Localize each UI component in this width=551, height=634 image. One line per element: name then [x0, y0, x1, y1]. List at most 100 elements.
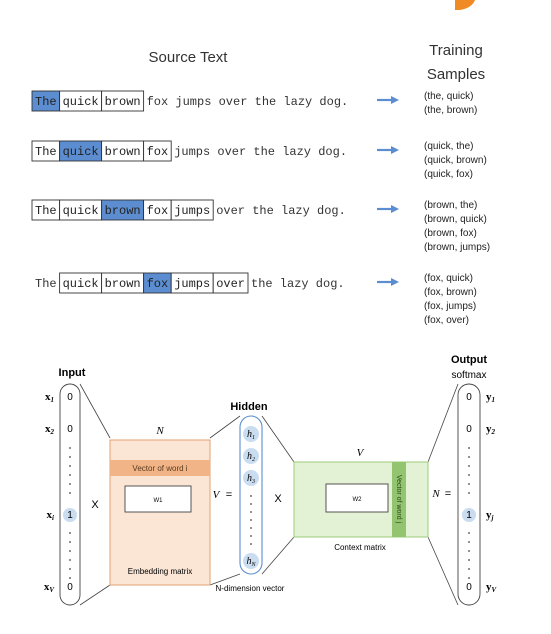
vector-value: 0: [67, 424, 73, 435]
sentence-word: brown: [105, 204, 141, 218]
context-word-box: [170, 199, 214, 221]
training-sample: (brown, fox): [424, 228, 477, 239]
hidden-heading: Hidden: [230, 401, 268, 413]
sentence-row: The quick brown fox jumps over the lazy dog. (f…: [35, 272, 477, 326]
training-samples-heading-line2: Samples: [427, 66, 485, 83]
hidden-caption: N-dimension vector: [216, 584, 285, 593]
output-heading: Output: [451, 354, 487, 366]
output-subheading: softmax: [451, 370, 486, 381]
ellipsis-dot: [468, 541, 470, 543]
training-sample: (quick, the): [424, 141, 473, 152]
context-weight-box: [325, 483, 389, 513]
ellipsis-dot: [468, 492, 470, 494]
ellipsis-dot: [468, 474, 470, 476]
embedding-weight-box: [124, 485, 192, 513]
equals-sign-2: =: [445, 488, 451, 500]
context-dim-top: V: [357, 447, 365, 459]
training-sample: (fox, quick): [424, 273, 473, 284]
equals-sign-1: =: [226, 489, 232, 501]
context-word-box: [212, 272, 249, 294]
ellipsis-dot: [250, 503, 252, 505]
corner-accent: [455, 0, 475, 10]
training-sample: (fox, jumps): [424, 301, 476, 312]
training-sample: (brown, quick): [424, 214, 487, 225]
hidden-node: [243, 448, 259, 464]
sentence-word: fox: [147, 277, 169, 291]
multiply-sign-1: X: [91, 499, 99, 511]
training-sample: (fox, brown): [424, 287, 477, 298]
ellipsis-dot: [69, 456, 71, 458]
sentence-word: The: [35, 277, 57, 291]
embedding-caption: Embedding matrix: [128, 567, 192, 576]
ellipsis-dot: [250, 535, 252, 537]
context-weight-label: W2: [353, 497, 363, 503]
sentence-word: jumps: [174, 277, 210, 291]
sentence-tail: the lazy dog.: [251, 277, 345, 291]
vector-value: 1: [67, 510, 73, 521]
sentence-word: over: [216, 277, 245, 291]
context-word-box: [101, 90, 145, 112]
sentence-word: quick: [63, 204, 99, 218]
vector-label: x1: [45, 391, 54, 404]
network-diagram: Input Hidden Output softmax 0x10x21xi0xV…: [44, 354, 498, 606]
vector-value: 0: [466, 424, 472, 435]
ellipsis-dot: [468, 447, 470, 449]
training-sample: (the, brown): [424, 105, 477, 116]
arrow-head-icon: [391, 205, 399, 213]
ellipsis-dot: [69, 483, 71, 485]
ellipsis-dot: [250, 519, 252, 521]
sentence-tail: jumps over the lazy dog.: [174, 145, 347, 159]
sentence-word: The: [35, 204, 57, 218]
multiply-sign-2: X: [274, 493, 282, 505]
arrow-head-icon: [391, 96, 399, 104]
ellipsis-dot: [69, 474, 71, 476]
ellipsis-dot: [468, 483, 470, 485]
ellipsis-dot: [468, 568, 470, 570]
sentence-word: brown: [105, 277, 141, 291]
training-sample: (quick, brown): [424, 155, 487, 166]
ellipsis-dot: [69, 541, 71, 543]
hidden-node-label: h2: [247, 451, 255, 463]
source-text-heading: Source Text: [149, 49, 229, 66]
input-heading: Input: [59, 367, 86, 379]
ellipsis-dot: [468, 559, 470, 561]
training-sample: (fox, over): [424, 315, 469, 326]
active-unit-marker: [63, 508, 77, 522]
vector-value: 0: [466, 392, 472, 403]
sentence-word: brown: [105, 145, 141, 159]
output-vector: [457, 383, 481, 606]
ellipsis-dot: [250, 495, 252, 497]
input-vector: [59, 383, 81, 606]
ellipsis-dot: [69, 559, 71, 561]
vector-label: yj: [486, 509, 494, 522]
sentence-word: The: [35, 95, 57, 109]
embedding-dim-top: N: [155, 425, 164, 437]
ellipsis-dot: [69, 568, 71, 570]
sentence-word: fox: [147, 145, 169, 159]
hidden-node: [243, 553, 259, 569]
vector-value: 0: [466, 582, 472, 593]
training-sample: (brown, the): [424, 200, 477, 211]
training-sample: (the, quick): [424, 91, 473, 102]
ellipsis-dot: [69, 465, 71, 467]
vector-label: xV: [44, 581, 56, 594]
context-word-box: [143, 140, 172, 162]
sentence-word: fox: [147, 204, 169, 218]
ellipsis-dot: [250, 511, 252, 513]
vector-value: 1: [466, 510, 472, 521]
ellipsis-dot: [468, 465, 470, 467]
sentence-tail: fox jumps over the lazy dog.: [147, 95, 349, 109]
sentence-word: quick: [63, 277, 99, 291]
ellipsis-dot: [69, 577, 71, 579]
sentence-word: brown: [105, 95, 141, 109]
context-dim-side: N: [431, 488, 440, 500]
vector-value: 0: [67, 392, 73, 403]
arrow-head-icon: [391, 146, 399, 154]
vector-label: y2: [486, 423, 496, 436]
context-word-vector-band: [392, 462, 406, 537]
training-sample: (brown, jumps): [424, 242, 490, 253]
hidden-node: [243, 426, 259, 442]
